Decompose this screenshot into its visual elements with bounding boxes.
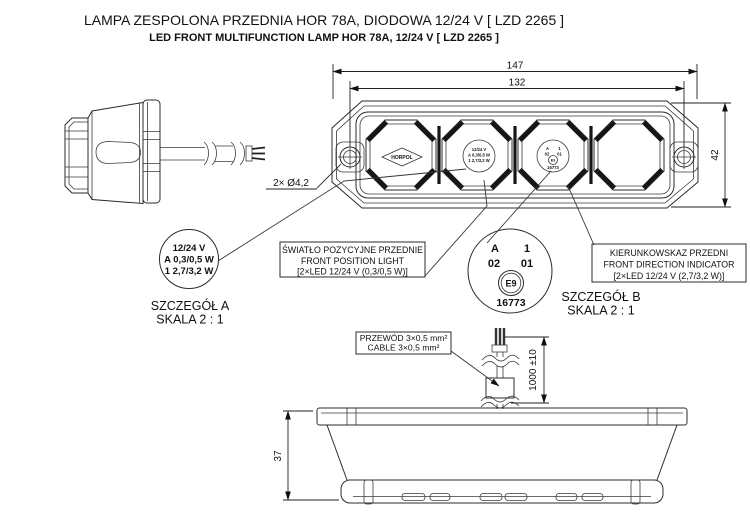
detail-b-approval-no: 16773 [496, 297, 525, 309]
rating-tiny-2: A 0,3/0,5 W [468, 153, 490, 158]
detail-b-code-02: 02 [488, 258, 500, 270]
wire-end-prongs [251, 146, 266, 161]
position-light-line3: [2×LED 12/24 V (0,3/0,5 W)] [297, 267, 408, 277]
leader-cable [450, 350, 500, 387]
detail-b: A 1 02 01 E9 16773 SZCZEGÓŁ B SKALA 2 : … [467, 228, 641, 318]
lens-rating-marking: 12/24 V A 0,3/0,5 W 1 2,7/3,2 W [462, 139, 496, 173]
detail-b-scale: SKALA 2 : 1 [567, 304, 634, 318]
detail-a-marking-1: 12/24 V [173, 243, 206, 254]
dim-height: 42 [671, 102, 731, 208]
rating-tiny-1: 12/24 V [472, 147, 487, 152]
dim-mounting-holes: 2× Ø4,2 [266, 163, 342, 190]
dim-cable-length: 1000 ±10 [505, 336, 549, 404]
position-light-line2: FRONT POSITION LIGHT [301, 256, 405, 266]
detail-a-marking-3: 1 2,7/3,2 W [165, 266, 214, 277]
leader-detail-a [217, 168, 467, 262]
detail-a: 12/24 V A 0,3/0,5 W 1 2,7/3,2 W SZCZEGÓŁ… [151, 229, 230, 327]
direction-indicator-label-box: KIERUNKOWSKAZ PRZEDNI FRONT DIRECTION IN… [591, 243, 747, 283]
front-view: HORPOL 12/24 V A 0,3/0,5 W 1 2,7/3,2 W A… [331, 100, 699, 209]
appr-tiny-e9: E9 [551, 159, 555, 163]
detail-a-label: SZCZEGÓŁ A [151, 298, 230, 313]
appr-tiny-a: A [546, 146, 549, 151]
position-light-line1: ŚWIATŁO POZYCYJNE PRZEDNIE [282, 244, 423, 255]
detail-b-code-01: 01 [521, 258, 533, 270]
wire-strands [494, 328, 506, 345]
detail-b-label: SZCZEGÓŁ B [561, 289, 640, 304]
dim-hole-spacing: 132 [349, 78, 685, 146]
appr-tiny-no: 16773 [547, 165, 559, 170]
leader-direction-indicator [567, 185, 595, 246]
dim-overall-width: 147 [332, 61, 698, 99]
dim-body-depth: 37 [273, 410, 339, 501]
leader-position-light [424, 179, 488, 277]
brand-logo: HORPOL [381, 147, 423, 167]
bottom-slots [401, 493, 604, 501]
brand-text: HORPOL [391, 155, 412, 161]
direction-indicator-line2: FRONT DIRECTION INDICATOR [604, 260, 735, 270]
dim-132-value: 132 [509, 78, 526, 89]
cable-view [480, 328, 520, 409]
bottom-view [316, 407, 688, 505]
side-view [64, 99, 266, 205]
lens-segment-1 [365, 119, 437, 191]
appr-tiny-1: 1 [558, 146, 561, 151]
title-line-polish: LAMPA ZESPOLONA PRZEDNIA HOR 78A, DIODOW… [84, 12, 564, 28]
lens-segment-2 [441, 119, 513, 191]
cable-label-line1: PRZEWÓD 3×0,5 mm² [360, 333, 448, 343]
detail-b-cat-1: 1 [524, 243, 530, 255]
rating-tiny-3: 1 2,7/3,2 W [468, 158, 489, 163]
direction-indicator-line1: KIERUNKOWSKAZ PRZEDNI [610, 248, 728, 258]
cable-label-line2: CABLE 3×0,5 mm² [368, 343, 440, 353]
detail-b-emark: E9 [505, 279, 516, 289]
position-light-label-box: ŚWIATŁO POZYCYJNE PRZEDNIE FRONT POSITIO… [279, 241, 426, 278]
dim-42-value: 42 [710, 149, 721, 161]
dim-depth-value: 37 [273, 450, 284, 462]
detail-a-scale: SKALA 2 : 1 [156, 313, 223, 327]
cable-label-box: PRZEWÓD 3×0,5 mm² CABLE 3×0,5 mm² [355, 331, 452, 355]
direction-indicator-line3: [2×LED 12/24 V (2,7/3,2 W)] [614, 271, 725, 281]
mounting-hole-right [669, 141, 699, 173]
dim-cable-length-value: 1000 ±10 [528, 349, 539, 391]
drawing-title: LAMPA ZESPOLONA PRZEDNIA HOR 78A, DIODOW… [84, 12, 564, 44]
dim-holes-value: 2× Ø4,2 [273, 178, 309, 189]
lens-segment-3 [517, 119, 589, 191]
dim-147-value: 147 [507, 61, 524, 72]
lens-approval-marking: A 1 02 01 E9 16773 [536, 139, 570, 173]
detail-b-cat-a: A [491, 243, 499, 255]
mounting-hole-left [335, 141, 365, 173]
title-line-english: LED FRONT MULTIFUNCTION LAMP HOR 78A, 12… [149, 32, 499, 44]
detail-a-marking-2: A 0,3/0,5 W [164, 255, 214, 266]
appr-tiny-02: 02 [545, 152, 550, 157]
lens-segment-4 [593, 119, 665, 191]
appr-tiny-01: 01 [557, 152, 562, 157]
leader-detail-b [486, 170, 552, 244]
